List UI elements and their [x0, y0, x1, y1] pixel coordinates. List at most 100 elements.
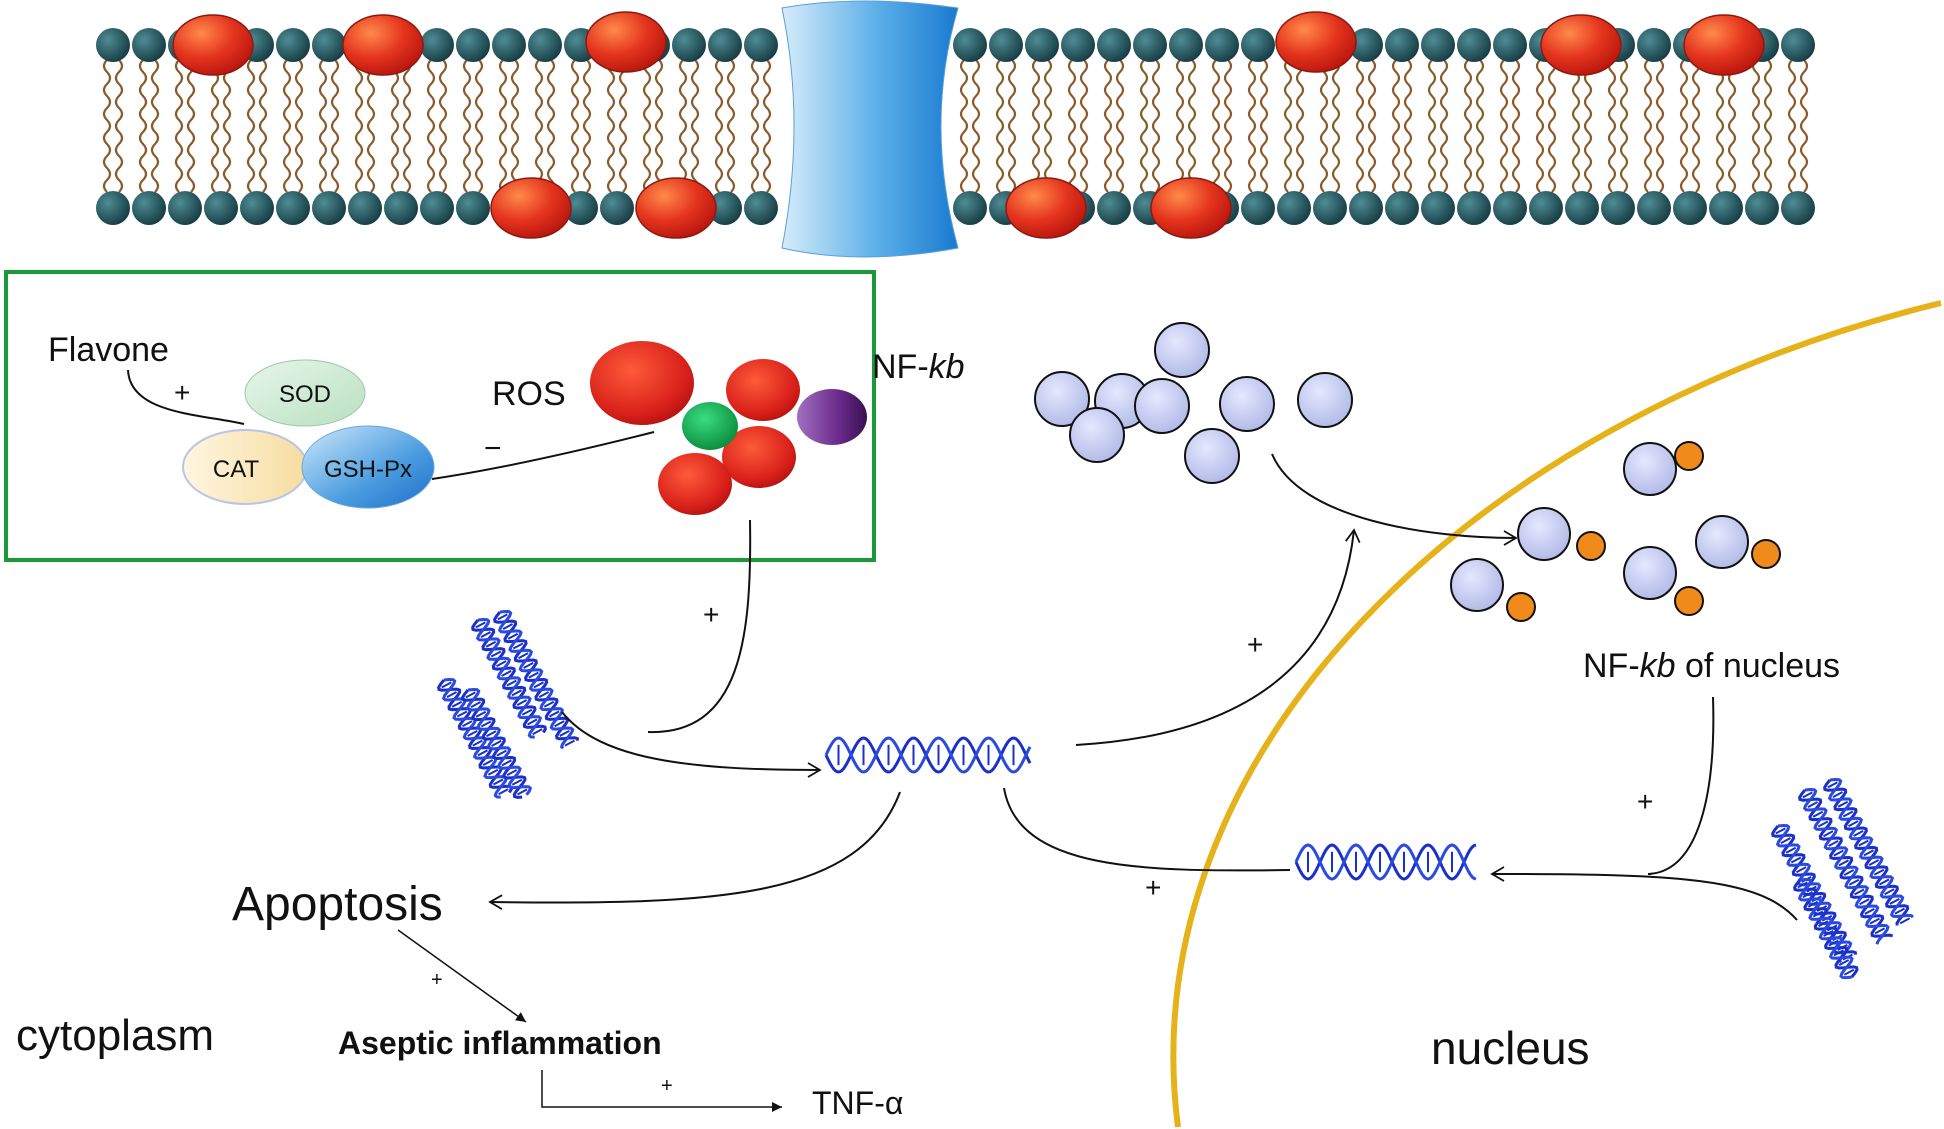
sod-enzyme — [244, 359, 366, 427]
lipid-head — [1205, 28, 1239, 62]
lipid-tail — [366, 59, 376, 193]
membrane-protein — [1005, 177, 1087, 239]
nucleus-label: nucleus — [1431, 1022, 1590, 1074]
nfkb-particle — [1623, 546, 1677, 600]
nfkb-particle — [1154, 322, 1210, 378]
lipid-head — [1349, 191, 1383, 225]
ros-particle — [658, 453, 732, 515]
gsh-px-inhibits-ros-line — [431, 431, 655, 480]
lipid-head — [564, 191, 598, 225]
lipid-tail — [750, 59, 760, 193]
nfkb-cytoplasm-cluster — [1034, 322, 1353, 484]
lipid-tail — [1067, 59, 1077, 193]
lipid-head — [708, 191, 742, 225]
dna-strand — [1294, 843, 1477, 881]
lipid-tail — [1787, 59, 1797, 193]
lipid-tail — [1691, 59, 1701, 193]
lipid-tail — [1583, 59, 1593, 193]
lipid-tail — [354, 59, 364, 193]
tnf-alpha-label: TNF-α — [812, 1085, 903, 1121]
lipid-head — [276, 191, 310, 225]
lipid-tail — [1211, 59, 1221, 193]
lipid-head — [1781, 28, 1815, 62]
lipid-head — [132, 191, 166, 225]
aseptic-inflammation-label: Aseptic inflammation — [338, 1025, 662, 1061]
dna-strand — [824, 736, 1032, 774]
nfkb-particle — [1450, 558, 1504, 612]
dna-bundle-left — [437, 609, 580, 799]
membrane-protein — [1275, 11, 1357, 73]
dna-bundle-right — [1771, 777, 1914, 980]
flavone-plus-sign: + — [174, 377, 190, 408]
flavone-link — [127, 369, 245, 425]
lipid-head — [600, 191, 634, 225]
lipid-tail — [1103, 59, 1113, 193]
cat-label: CAT — [213, 456, 260, 483]
dna-strand — [471, 617, 547, 739]
lipid-tail — [1427, 59, 1437, 193]
dna-strand — [1798, 787, 1894, 945]
lipid-head — [1529, 191, 1563, 225]
ros-label: ROS — [492, 375, 566, 413]
lipid-tail — [570, 59, 580, 193]
lipid-head — [204, 191, 238, 225]
lipid-head — [1025, 28, 1059, 62]
lipid-tail — [1715, 59, 1725, 193]
lipid-head — [1097, 191, 1131, 225]
lipid-head — [1637, 191, 1671, 225]
lipid-tail — [186, 59, 196, 193]
helix-to-apoptosis-arrow — [488, 791, 901, 910]
lipid-head — [953, 191, 987, 225]
lipid-tail — [1475, 59, 1485, 193]
lipid-tail — [426, 59, 436, 193]
lipid-head — [456, 191, 490, 225]
lipid-head — [1385, 191, 1419, 225]
lipid-head — [1457, 191, 1491, 225]
nuclear-envelope — [1170, 300, 1942, 1128]
nfkb-subunit — [1751, 539, 1781, 569]
lipid-tail — [690, 59, 700, 193]
lipid-head — [1241, 28, 1275, 62]
ros-particle-large — [590, 341, 694, 425]
lipid-tail — [1283, 59, 1293, 193]
lipid-tail — [246, 59, 256, 193]
lipid-tail — [1079, 59, 1089, 193]
nfkb-dimer — [1623, 546, 1704, 616]
lipid-tail — [1007, 59, 1017, 193]
membrane-protein — [1150, 177, 1232, 239]
nfkb-nucleus-plus-sign: + — [1637, 786, 1653, 817]
membrane-channel — [781, 0, 959, 258]
cytoplasm-label: cytoplasm — [16, 1011, 214, 1060]
lipid-head — [1493, 28, 1527, 62]
lipid-head — [744, 28, 778, 62]
lipid-tail — [1511, 59, 1521, 193]
lipid-tail — [714, 59, 724, 193]
lipid-tail — [1403, 59, 1413, 193]
sod-label: SOD — [279, 381, 331, 408]
lipid-tail — [1175, 59, 1185, 193]
nfkb-nucleus-to-helix-line — [1647, 696, 1715, 875]
lipid-tail — [959, 59, 969, 193]
apoptosis-to-inflammation-arrow — [397, 929, 527, 1023]
ros-purple-particle — [797, 389, 867, 445]
lipid-head — [1097, 28, 1131, 62]
lipid-tail — [1151, 59, 1161, 193]
lipid-head — [1745, 191, 1779, 225]
nfkb-nucleus-cluster — [1450, 441, 1781, 622]
lipid-tail — [1139, 59, 1149, 193]
nfkb-dimer — [1450, 558, 1536, 622]
lipid-head — [1241, 191, 1275, 225]
lipid-tail — [618, 59, 628, 193]
nfkb-particle — [1623, 442, 1677, 496]
lipid-tail — [498, 59, 508, 193]
lipid-tail — [606, 59, 616, 193]
nfkb-dimer — [1623, 441, 1704, 496]
ros-to-dna-line — [647, 519, 752, 734]
lipid-tail — [210, 59, 220, 193]
lipid-tail — [1319, 59, 1329, 193]
lipid-tail — [1763, 59, 1773, 193]
lipid-head — [1781, 191, 1815, 225]
lipid-tail — [1727, 59, 1737, 193]
lipid-tail — [1043, 59, 1053, 193]
nfkb-dimer — [1517, 507, 1606, 561]
